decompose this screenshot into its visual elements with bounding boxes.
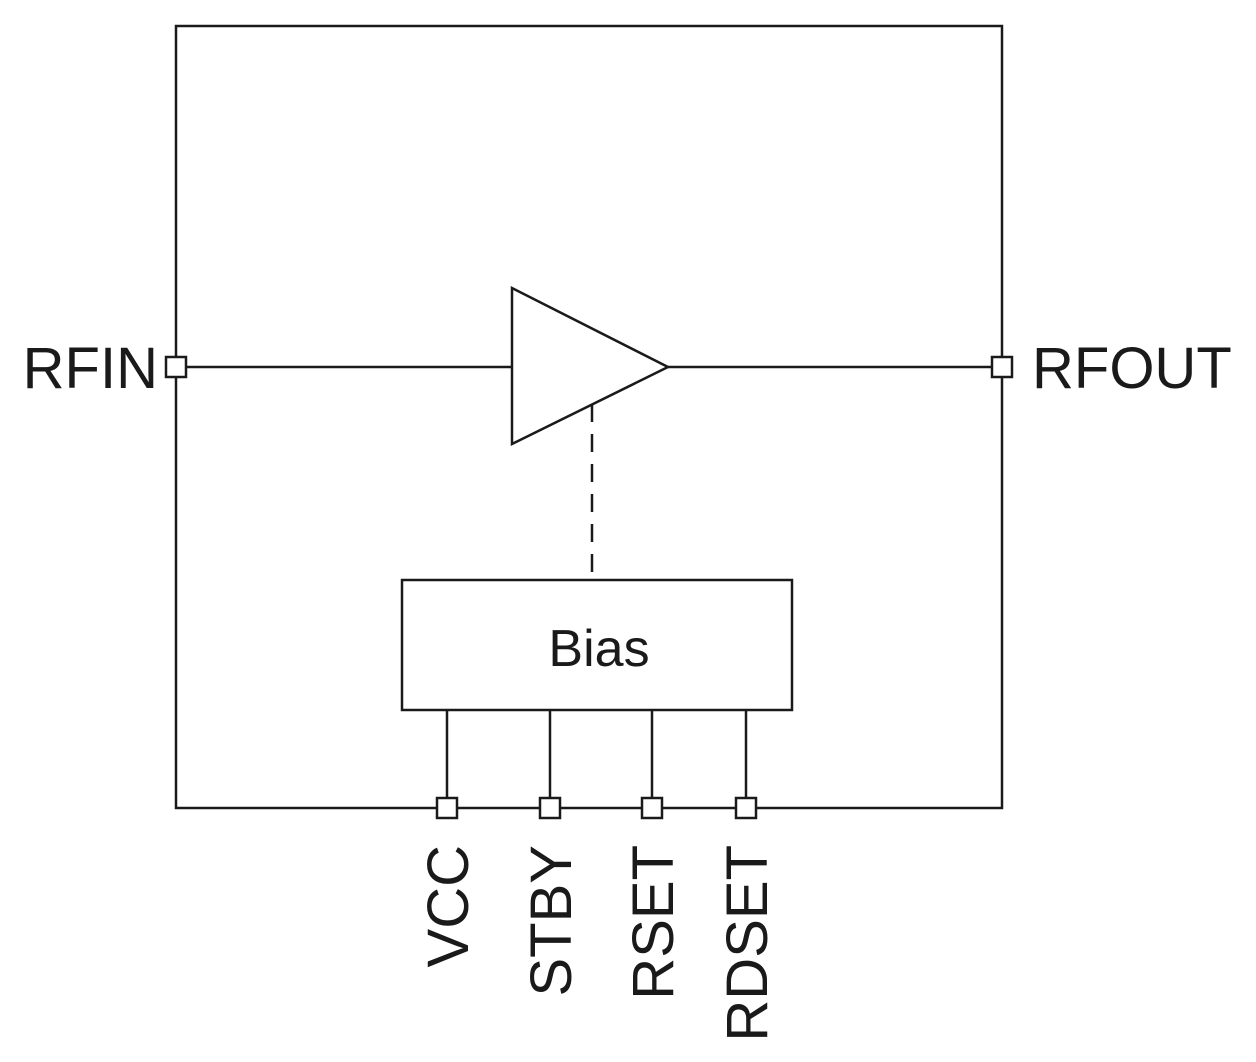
stby-label: STBY — [519, 845, 584, 997]
rdset-pad — [734, 796, 758, 820]
vcc-pad — [435, 796, 459, 820]
vcc-label: VCC — [416, 845, 481, 967]
bias-block-label: Bias — [548, 620, 649, 678]
rfout-label: RFOUT — [1032, 336, 1232, 401]
rfout-pad — [990, 355, 1014, 379]
rfin-label: RFIN — [23, 336, 158, 401]
package-outline — [174, 24, 1004, 810]
amplifier-symbol — [510, 285, 671, 447]
rfin-pad — [164, 355, 188, 379]
rset-label: RSET — [621, 845, 686, 1000]
stby-pad — [538, 796, 562, 820]
bias-block — [400, 578, 794, 712]
rdset-label: RDSET — [715, 845, 780, 1042]
rset-pad — [640, 796, 664, 820]
